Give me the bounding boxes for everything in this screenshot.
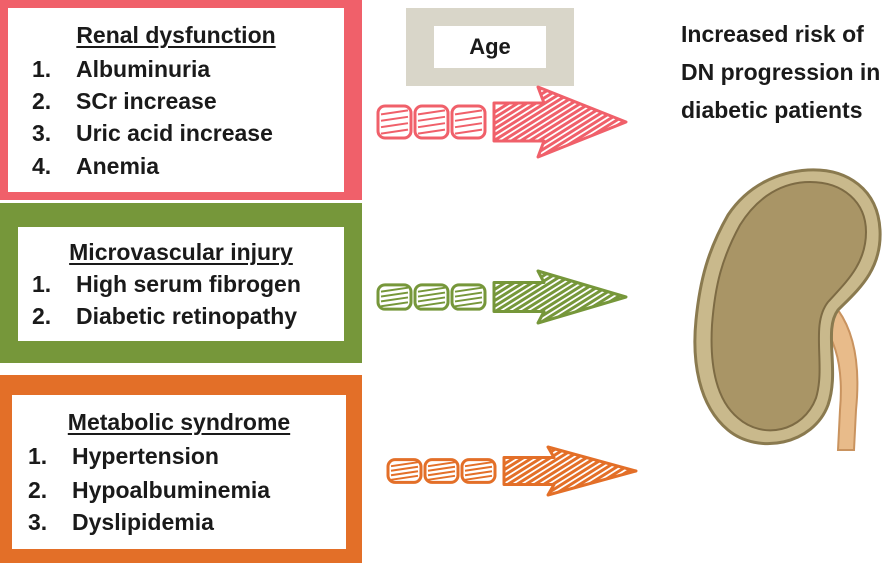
striped-arrow-icon: [376, 85, 628, 159]
age-label: Age: [434, 26, 546, 68]
panel-title-renal: Renal dysfunction: [76, 22, 276, 48]
list-item: 3.Uric acid increase: [32, 120, 273, 146]
panel-title-microvascular: Microvascular injury: [69, 239, 293, 265]
arrow-segment: [413, 104, 450, 140]
ureter-icon: [821, 308, 859, 451]
arrow-segment: [386, 458, 423, 484]
renal-dysfunction-panel: Renal dysfunction 1.Albuminuria 2.SCr in…: [0, 0, 362, 200]
arrow-segment: [450, 104, 487, 140]
striped-arrow-icon: [386, 445, 638, 497]
age-box: Age: [406, 8, 574, 86]
arrow-segment: [423, 458, 460, 484]
arrow-segment: [460, 458, 497, 484]
arrow-segment: [450, 283, 487, 311]
outcome-line: DN progression in: [681, 59, 881, 85]
arrow-segment: [413, 283, 450, 311]
outcome-text: Increased risk of DN progression in diab…: [681, 15, 881, 129]
list-item: 3.Dyslipidemia: [28, 509, 214, 535]
panel-title-metabolic: Metabolic syndrome: [67, 409, 291, 435]
arrow-segment: [376, 104, 413, 140]
list-item: 1.Albuminuria: [32, 56, 211, 82]
arrow-segment: [376, 283, 413, 311]
striped-arrow-icon: [376, 269, 628, 325]
list-item: 2.SCr increase: [32, 88, 217, 114]
outcome-line: Increased risk of: [681, 21, 864, 47]
metabolic-syndrome-panel: Metabolic syndrome 1.Hypertension 2.Hypo…: [0, 375, 362, 563]
outcome-line: diabetic patients: [681, 97, 863, 123]
microvascular-injury-panel: Microvascular injury 1.High serum fibrog…: [0, 203, 362, 363]
list-item: 2.Diabetic retinopathy: [32, 303, 298, 329]
list-item: 4.Anemia: [32, 153, 160, 179]
list-item: 2.Hypoalbuminemia: [28, 477, 271, 503]
list-item: 1.High serum fibrogen: [32, 271, 301, 297]
list-item: 1.Hypertension: [28, 443, 219, 469]
kidney-icon: [693, 168, 882, 451]
